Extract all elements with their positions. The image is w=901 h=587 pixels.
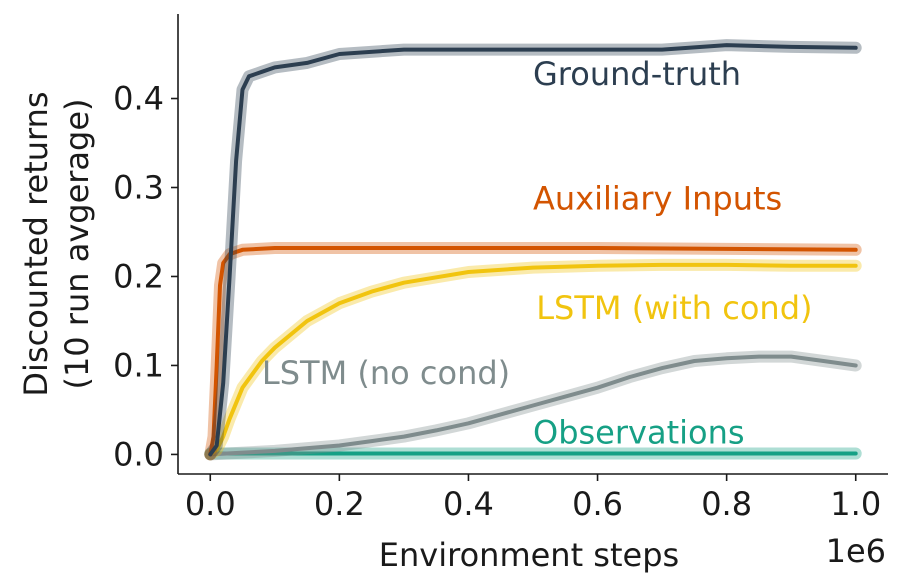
- y-tick-label: 0.4: [113, 80, 164, 118]
- x-axis-offset-label: 1e6: [826, 532, 886, 570]
- series-line-lstm-with-cond: [208, 262, 858, 457]
- y-axis-title-line1: Discounted returns: [17, 91, 55, 396]
- x-tick-label: 1.0: [830, 485, 881, 523]
- x-tick-label: 0.0: [185, 485, 236, 523]
- axes: [177, 14, 888, 475]
- series-line-auxiliary-inputs: [208, 246, 858, 457]
- x-tick-label: 0.6: [572, 485, 623, 523]
- plot-lines: [204, 39, 862, 461]
- y-axis-title-line2: (10 run avgerage): [58, 98, 96, 389]
- x-tick-label: 0.4: [443, 485, 494, 523]
- series-line-ground-truth: [208, 43, 858, 457]
- y-tick-label: 0.1: [113, 346, 164, 384]
- y-tick-label: 0.2: [113, 257, 164, 295]
- series-label-lstm-with-cond: LSTM (with cond): [536, 289, 812, 327]
- x-tick-label: 0.2: [314, 485, 365, 523]
- y-tick-label: 0.0: [113, 435, 164, 473]
- y-tick-label: 0.3: [113, 169, 164, 207]
- y-axis-title: Discounted returns (10 run avgerage): [17, 91, 96, 396]
- series-line-lstm-no-cond: [208, 354, 858, 457]
- series-label-auxiliary-inputs: Auxiliary Inputs: [533, 180, 782, 218]
- series-label-observations: Observations: [533, 414, 745, 452]
- x-axis-title: Environment steps: [379, 536, 679, 574]
- x-tick-label: 0.8: [701, 485, 752, 523]
- series-label-lstm-no-cond: LSTM (no cond): [262, 354, 510, 392]
- ticks: 0.0 0.2 0.4 0.6 0.8 1.0 0.0 0.1 0.2 0.3 0.4: [113, 80, 881, 523]
- series-label-ground-truth: Ground-truth: [533, 55, 741, 93]
